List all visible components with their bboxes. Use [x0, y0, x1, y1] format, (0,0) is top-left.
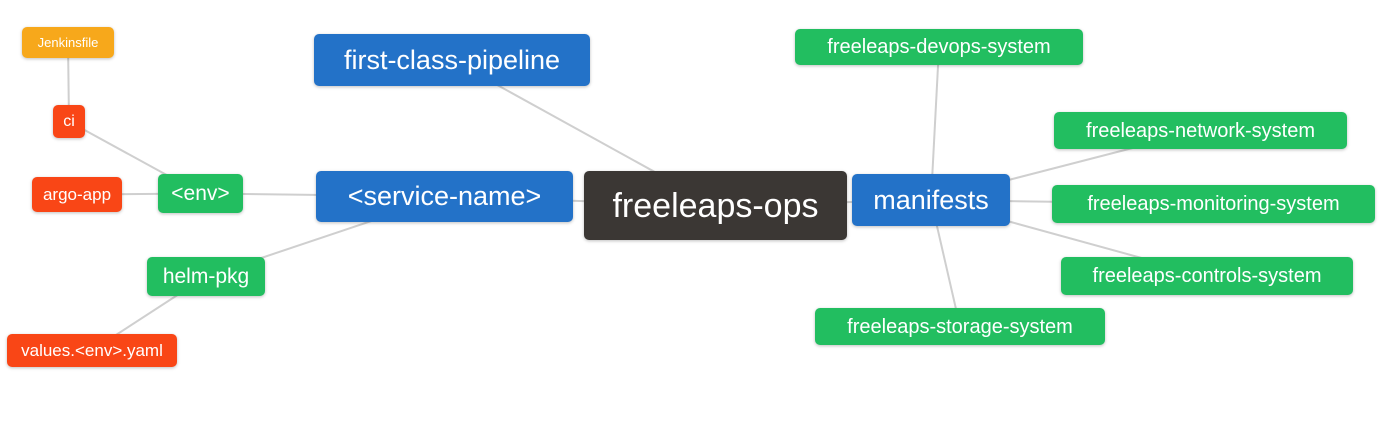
node-freeleaps-devops-system[interactable]: freeleaps-devops-system: [795, 29, 1083, 65]
node-env[interactable]: <env>: [158, 174, 243, 213]
node-manifests[interactable]: manifests: [852, 174, 1010, 226]
node-service-name[interactable]: <service-name>: [316, 171, 573, 222]
node-values-env-yaml[interactable]: values.<env>.yaml: [7, 334, 177, 367]
node-freeleaps-monitoring-system[interactable]: freeleaps-monitoring-system: [1052, 185, 1375, 223]
node-freeleaps-network-system[interactable]: freeleaps-network-system: [1054, 112, 1347, 149]
node-freeleaps-storage-system[interactable]: freeleaps-storage-system: [815, 308, 1105, 345]
node-helm-pkg[interactable]: helm-pkg: [147, 257, 265, 296]
node-first-class-pipeline[interactable]: first-class-pipeline: [314, 34, 590, 86]
node-argo-app[interactable]: argo-app: [32, 177, 122, 212]
node-freeleaps-ops[interactable]: freeleaps-ops: [584, 171, 847, 240]
node-freeleaps-controls-system[interactable]: freeleaps-controls-system: [1061, 257, 1353, 295]
node-jenkinsfile[interactable]: Jenkinsfile: [22, 27, 114, 58]
node-ci[interactable]: ci: [53, 105, 85, 138]
